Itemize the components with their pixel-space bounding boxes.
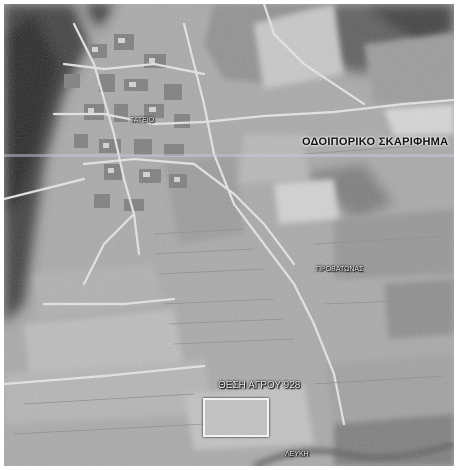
photo-grain	[4, 4, 454, 466]
label-village-provatonas: ΠΡΟΒΑΤΩΝΑΣ	[316, 266, 364, 273]
sketch-title: ΟΔΟΙΠΟΡΙΚΟ ΣΚΑΡΙΦΗΜΑ	[302, 136, 449, 148]
label-village-lefki: ΛΕΥΚΗ	[285, 451, 309, 458]
parcel-outline	[203, 398, 269, 437]
scan-streak	[4, 154, 454, 157]
aerial-photo	[4, 4, 454, 466]
label-village-tateio: ΤΑΤΕΙΟ	[130, 117, 155, 124]
label-parcel: ΘΕΣΗ ΑΓΡΟΥ 928	[218, 380, 301, 391]
